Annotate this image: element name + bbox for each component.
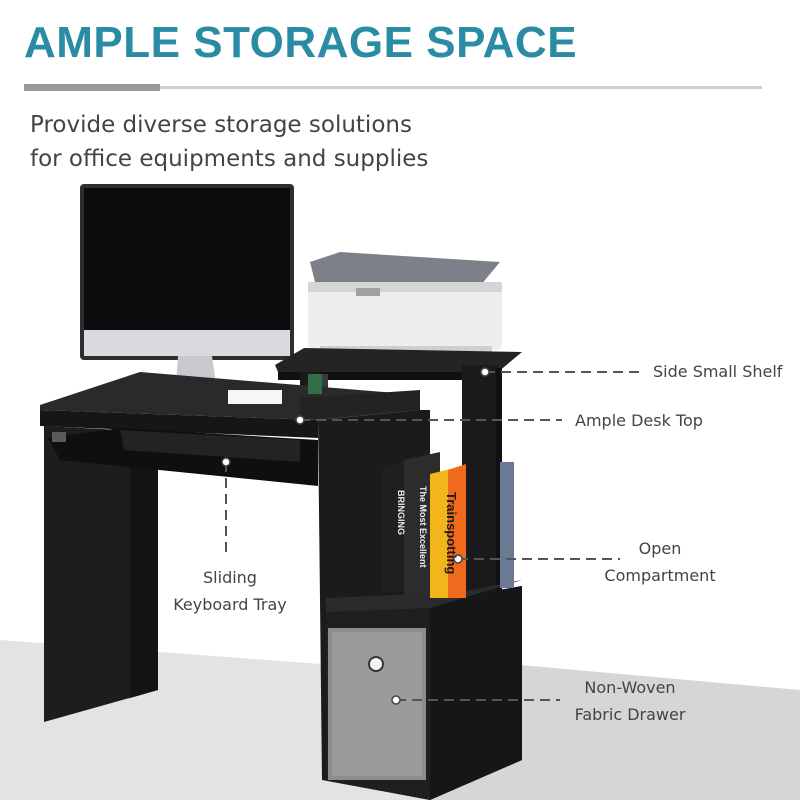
- callout-ample-desk-top: Ample Desk Top: [575, 411, 703, 430]
- monitor: [80, 184, 294, 394]
- pen-holder: [308, 374, 322, 394]
- fabric-drawer: [328, 628, 426, 780]
- page-title: AMPLE STORAGE SPACE: [24, 18, 578, 67]
- side-small-shelf: [275, 348, 522, 396]
- book-spine-title: The Most Excellent: [418, 486, 428, 568]
- callout-leaders: [225, 371, 642, 701]
- callout-dots: [221, 367, 490, 705]
- book-stack: [382, 452, 514, 598]
- printer: [308, 252, 502, 354]
- callout-side-small-shelf: Side Small Shelf: [653, 362, 783, 381]
- callout-sliding-keyboard-tray: Sliding Keyboard Tray: [173, 568, 287, 614]
- title-underline-accent: [24, 84, 160, 91]
- book-spine-title: Trainspotting: [444, 492, 459, 574]
- notepad: [228, 390, 282, 404]
- callout-open-compartment: Open Compartment: [604, 539, 716, 585]
- page-subtitle: Provide diverse storage solutions for of…: [30, 112, 429, 172]
- book-spine-title: BRINGING: [396, 490, 406, 535]
- title-underline: [24, 86, 762, 89]
- callout-non-woven-fabric-drawer: Non-Woven Fabric Drawer: [574, 678, 686, 724]
